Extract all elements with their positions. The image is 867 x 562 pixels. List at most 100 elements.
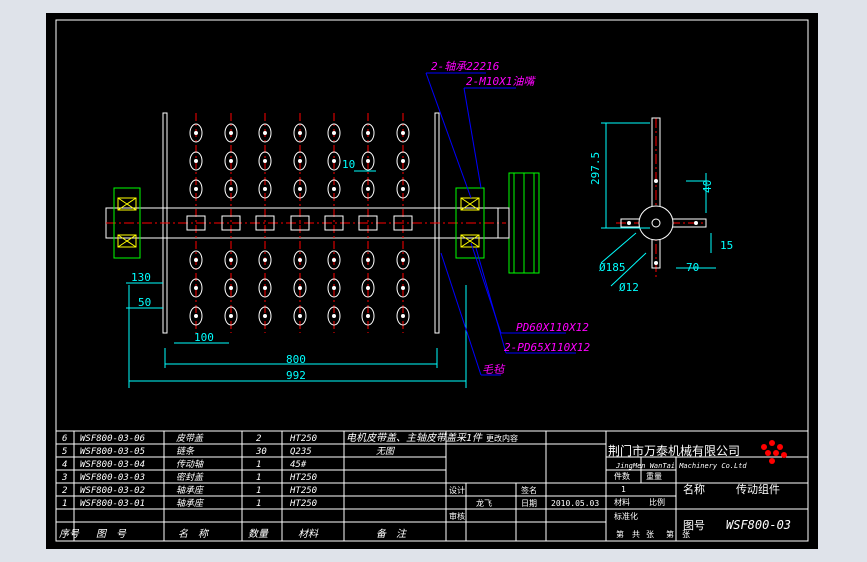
- parts-cell-code: WSF800-03-03: [80, 473, 145, 483]
- chain-link: [224, 278, 238, 298]
- dim-800: 800: [286, 353, 306, 366]
- chain-link: [327, 306, 341, 326]
- parts-cell-material: Q235: [290, 447, 312, 457]
- chain-link: [189, 250, 203, 270]
- header-code: 图 号: [96, 529, 127, 540]
- chain-column: [358, 113, 378, 333]
- company-logo: [761, 440, 787, 464]
- parts-cell-code: WSF800-03-02: [80, 486, 145, 496]
- chain-link: [396, 250, 410, 270]
- dim-15: 15: [720, 239, 733, 252]
- parts-cell-name: 密封盖: [176, 472, 204, 483]
- header-no: 序号: [59, 528, 80, 540]
- tb-page-label: 第 张: [666, 529, 690, 539]
- parts-cell-code: WSF800-03-01: [80, 499, 145, 509]
- chain-link: [258, 179, 272, 199]
- parts-cell-material: 45#: [290, 460, 307, 470]
- chain-link: [293, 278, 307, 298]
- tb-weight-label: 重量: [646, 471, 662, 481]
- chain-link: [293, 250, 307, 270]
- tb-change-note: 更改内容: [486, 433, 518, 443]
- parts-cell-remark: 无图: [376, 446, 396, 457]
- tb-date-label: 日期: [521, 499, 537, 508]
- parts-cell-code: WSF800-03-05: [80, 447, 145, 457]
- parts-cell-name: 轴承座: [176, 498, 205, 509]
- chain-link: [224, 306, 238, 326]
- right-bearing-housing: [455, 187, 485, 259]
- outer-frame: [55, 19, 809, 542]
- tb-name-label: 名称: [683, 482, 705, 496]
- parts-cell-material: HT250: [289, 486, 317, 496]
- chain-link: [361, 278, 375, 298]
- parts-cell-qty: 1: [256, 486, 261, 496]
- chain-link: [396, 179, 410, 199]
- dimension-text: 800 992 130 50 100 10 297.5 40 15 70 Ø18…: [131, 152, 733, 382]
- chain-link: [396, 151, 410, 171]
- tb-designer: 龙飞: [476, 498, 492, 508]
- left-bearing-housing: [113, 187, 141, 259]
- callout-felt: 毛毡: [482, 363, 506, 376]
- chain-hub: [186, 215, 206, 231]
- parts-cell-code: WSF800-03-04: [80, 460, 145, 470]
- chain-link: [361, 179, 375, 199]
- chain-column: [290, 113, 310, 333]
- callout-bearing: 2-轴承22216: [431, 60, 500, 73]
- tb-design-label: 设计: [449, 485, 465, 495]
- chain-link: [361, 151, 375, 171]
- parts-cell-name: 皮带盖: [176, 433, 204, 444]
- tb-check-label: 审核: [449, 511, 465, 521]
- parts-cell-name: 传动轴: [176, 459, 204, 470]
- chain-link: [189, 123, 203, 143]
- chain-link: [327, 278, 341, 298]
- chain-link: [224, 123, 238, 143]
- tb-part-name: 传动组件: [736, 482, 780, 496]
- dim-50: 50: [138, 296, 151, 309]
- chain-link: [258, 278, 272, 298]
- leader-lines: [425, 72, 576, 376]
- chain-column: [255, 113, 275, 333]
- tb-standard-label: 标准化: [614, 511, 638, 521]
- parts-cell-name: 轴承座: [176, 485, 205, 496]
- header-qty: 数量: [248, 528, 269, 540]
- callout-grease-nipple: 2-M10X1油嘴: [466, 75, 536, 88]
- dim-992: 992: [286, 369, 306, 382]
- parts-cell-code: WSF800-03-06: [80, 434, 145, 444]
- dim-100: 100: [194, 331, 214, 344]
- chain-link: [293, 151, 307, 171]
- parts-cell-qty: 1: [256, 473, 261, 483]
- chain-link: [189, 151, 203, 171]
- chain-link: [258, 306, 272, 326]
- chain-column: [324, 113, 344, 333]
- pulley: [497, 172, 540, 274]
- chain-columns: [186, 113, 413, 333]
- chain-link: [327, 123, 341, 143]
- chain-link: [258, 250, 272, 270]
- chain-hub: [290, 215, 310, 231]
- tb-company-en: JingMen WanTai Machinery Co.Ltd: [615, 462, 747, 470]
- parts-cell-no: 1: [62, 499, 67, 509]
- overflow-note: 电机皮带盖、主轴皮带盖采1件: [346, 432, 483, 444]
- chain-link: [396, 278, 410, 298]
- tb-company-cn: 荆门市万泰机械有限公司: [608, 443, 740, 458]
- tb-qty-label: 件数: [614, 471, 630, 481]
- chain-link: [396, 306, 410, 326]
- dim-dia185: Ø185: [599, 261, 626, 274]
- parts-cell-material: HT250: [289, 434, 317, 444]
- parts-cell-qty: 30: [255, 447, 267, 457]
- parts-cell-qty: 2: [256, 434, 261, 444]
- tb-date: 2010.05.03: [551, 499, 599, 508]
- chain-link: [258, 123, 272, 143]
- tb-qty-value: 1: [621, 485, 626, 494]
- chain-link: [361, 123, 375, 143]
- chain-link: [258, 151, 272, 171]
- dim-70: 70: [686, 261, 699, 274]
- chain-link: [293, 179, 307, 199]
- cad-viewport[interactable]: 800 992 130 50 100 10 297.5 40 15 70 Ø18…: [46, 13, 818, 549]
- parts-cell-material: HT250: [289, 473, 317, 483]
- chain-link: [224, 151, 238, 171]
- chain-link: [327, 179, 341, 199]
- tb-drawing-no: WSF800-03: [726, 518, 791, 532]
- chain-link: [224, 179, 238, 199]
- dim-dia12: Ø12: [619, 281, 639, 294]
